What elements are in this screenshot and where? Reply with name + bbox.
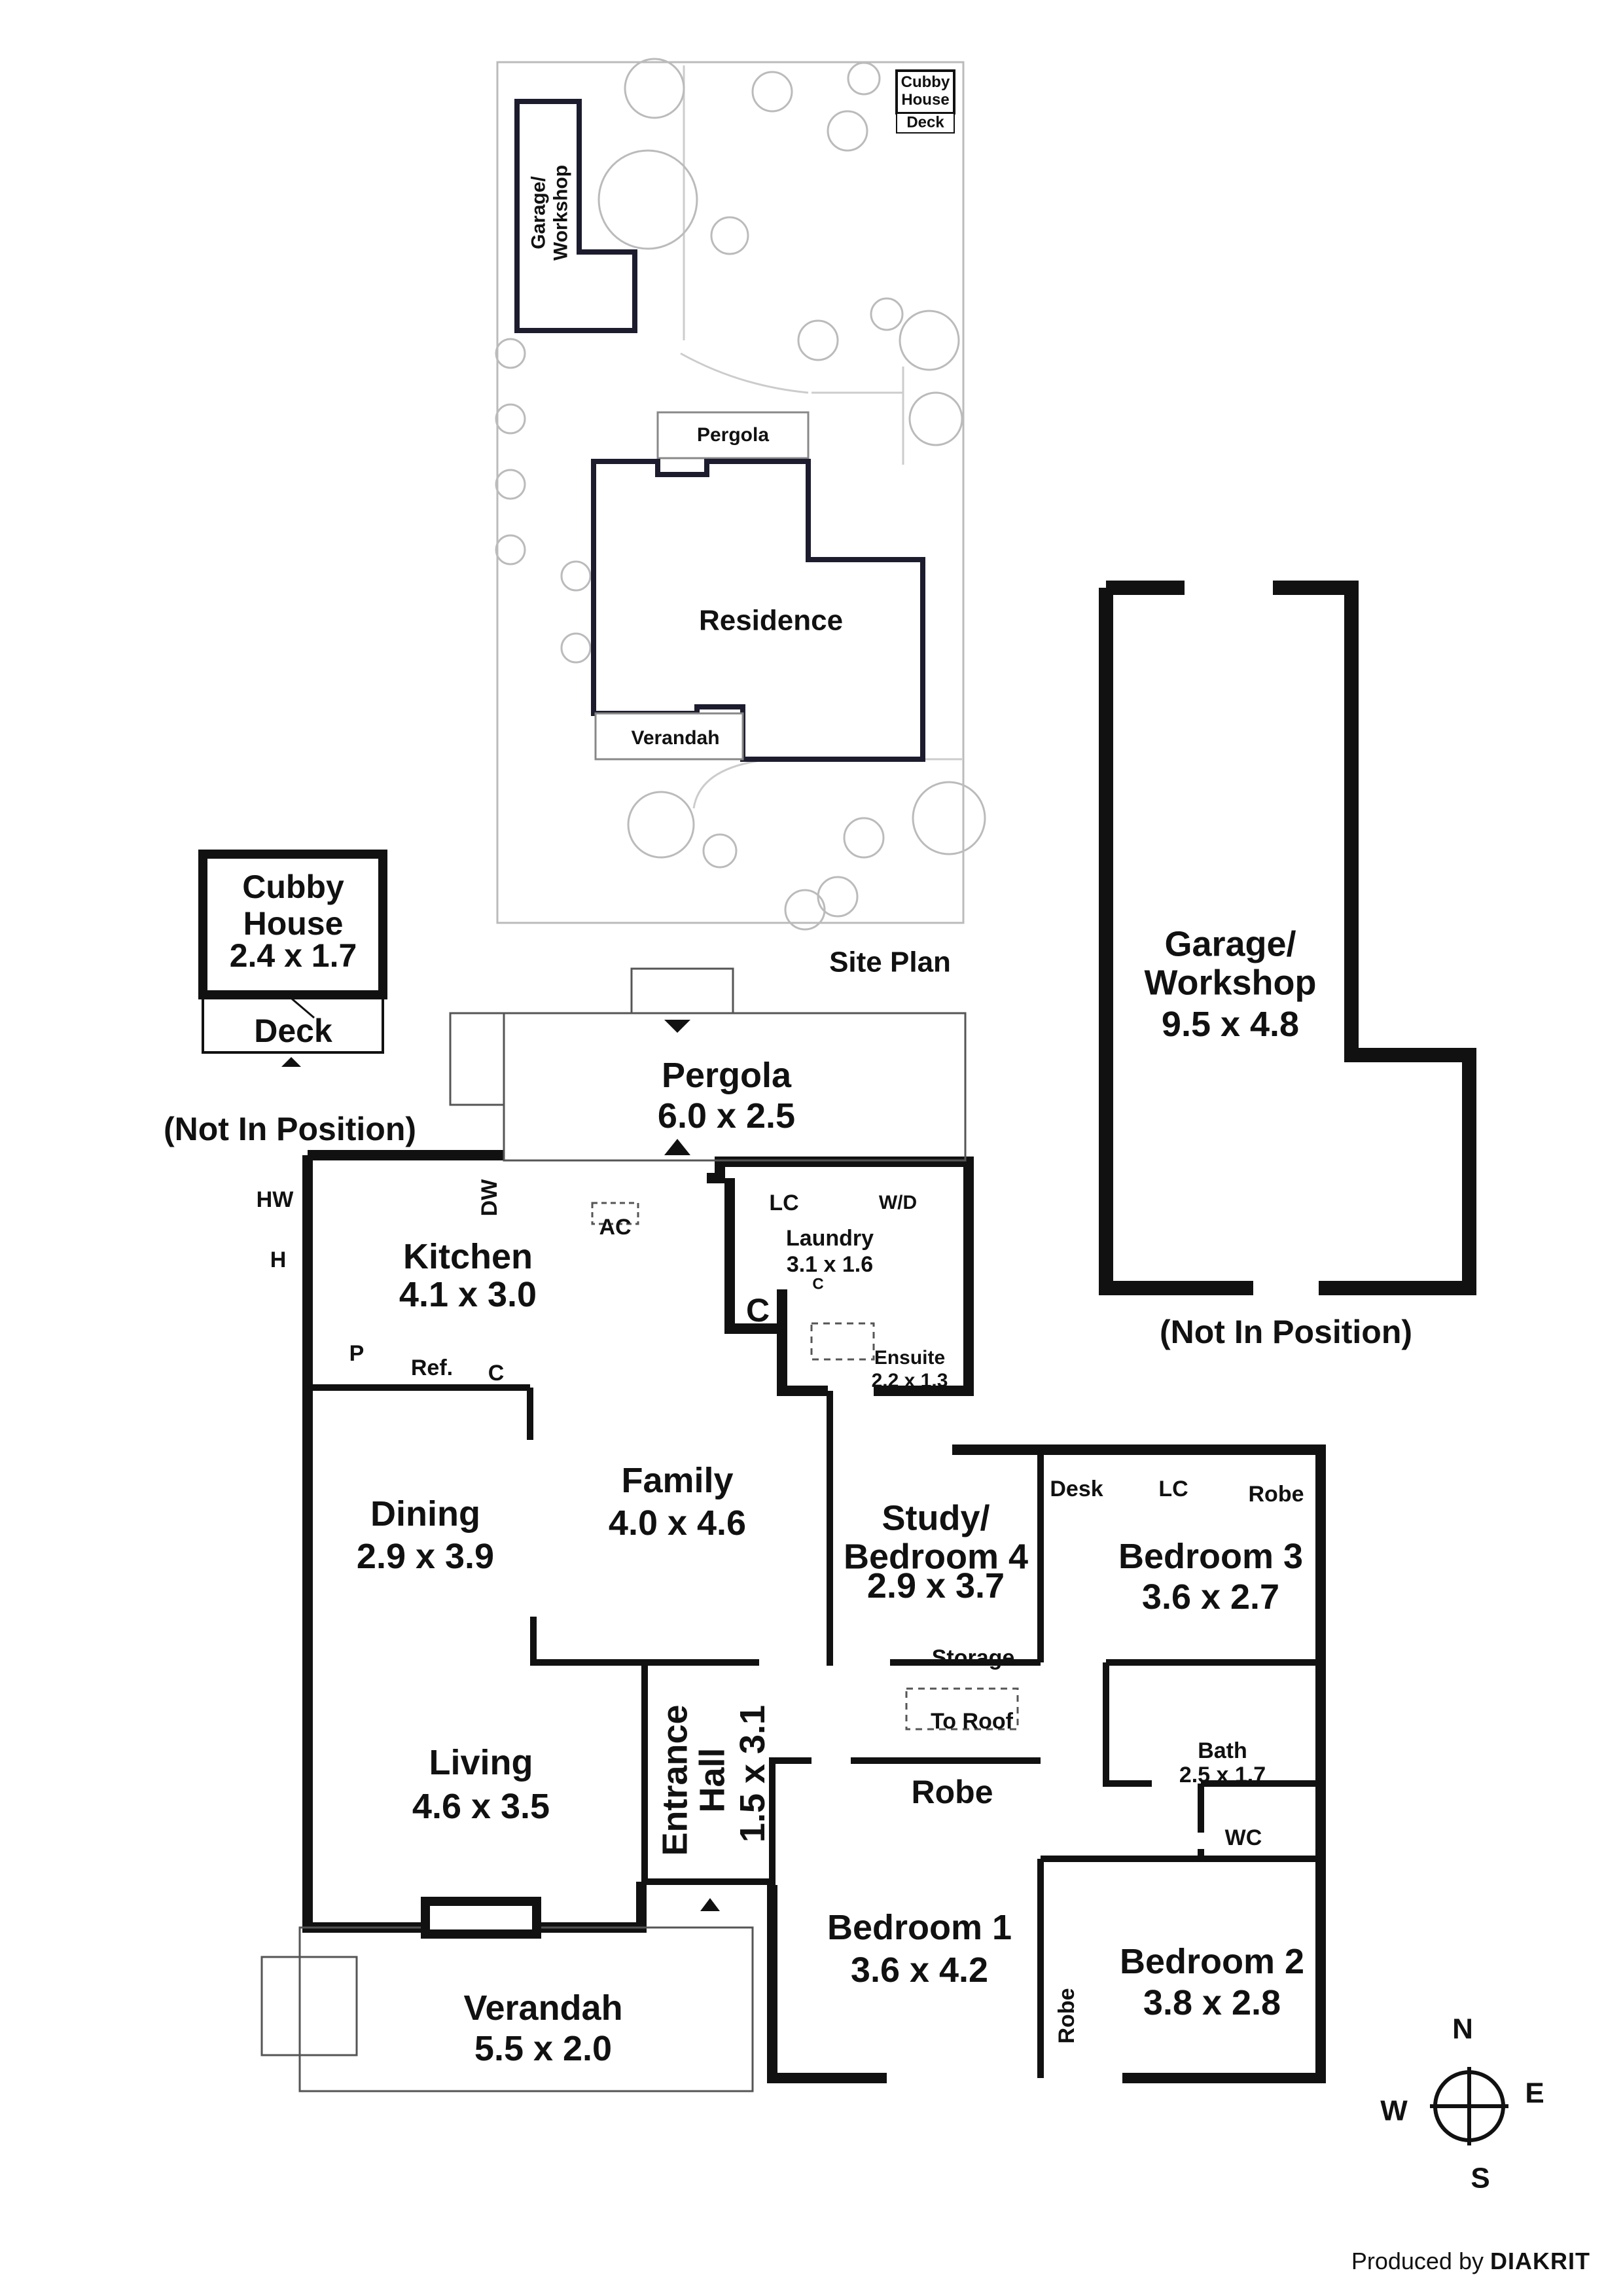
pergola-size: 6.0 x 2.5	[657, 1096, 796, 1136]
family-size: 4.0 x 4.6	[608, 1503, 747, 1543]
site-trees	[495, 58, 986, 931]
bath-size: 2.5 x 1.7	[1179, 1762, 1266, 1787]
study-name: Study/ Bedroom 4	[843, 1498, 1029, 1577]
bath-name: Bath	[1198, 1738, 1247, 1763]
cubby-house-drawing	[198, 850, 387, 1067]
dining-name: Dining	[370, 1494, 480, 1534]
site-pergola-label: Pergola	[696, 424, 770, 446]
site-residence-outline	[591, 459, 925, 762]
bedroom2-size: 3.8 x 2.8	[1143, 1982, 1281, 2022]
c-cupboard-label: C	[745, 1292, 770, 1329]
laundry-lc-label: LC	[769, 1190, 799, 1215]
verandah-name: Verandah	[463, 1988, 623, 2028]
kitchen-cupboard-label: C	[488, 1360, 505, 1386]
entrance-name: Entrance Hall	[655, 1704, 732, 1856]
site-deck-label: Deck	[906, 113, 944, 132]
site-plan-title: Site Plan	[829, 946, 951, 978]
site-residence-label: Residence	[698, 604, 844, 637]
ensuite-name: Ensuite	[874, 1347, 946, 1369]
dw-label: DW	[476, 1179, 502, 1217]
ref-label: Ref.	[410, 1355, 454, 1380]
bedroom3-size: 3.6 x 2.7	[1141, 1577, 1280, 1617]
storage-label: Storage	[931, 1645, 1015, 1670]
study-size: 2.9 x 3.7	[866, 1566, 1005, 1605]
h-label: H	[270, 1247, 287, 1272]
dining-size: 2.9 x 3.9	[356, 1536, 495, 1576]
garage-not-in-position: (Not In Position)	[1159, 1314, 1413, 1350]
fireplace	[421, 1897, 541, 1939]
garage-name: Garage/ Workshop	[1144, 924, 1317, 1003]
garage-size: 9.5 x 4.8	[1161, 1004, 1300, 1044]
hw-label: HW	[256, 1187, 294, 1212]
pantry-label: P	[349, 1340, 365, 1366]
compass-west: W	[1380, 2094, 1408, 2127]
site-garage-label: Garage/ Workshop	[527, 164, 571, 261]
site-verandah-label: Verandah	[631, 727, 720, 749]
laundry-size: 3.1 x 1.6	[786, 1251, 874, 1277]
compass-rose	[1430, 2067, 1508, 2145]
cubby-not-in-position: (Not In Position)	[163, 1111, 417, 1147]
garage-drawing	[1099, 581, 1476, 1295]
credit-brand: DIAKRIT	[1490, 2248, 1590, 2274]
bedroom3-lc-label: LC	[1158, 1476, 1188, 1501]
laundry-name: Laundry	[785, 1225, 874, 1251]
verandah-size: 5.5 x 2.0	[474, 2028, 613, 2068]
cubby-deck-label: Deck	[254, 1013, 332, 1049]
site-cubby-outline	[895, 69, 955, 115]
laundry-wd-label: W/D	[878, 1192, 918, 1214]
living-size: 4.6 x 3.5	[412, 1786, 550, 1826]
site-plan	[495, 58, 986, 931]
bedroom2-name: Bedroom 2	[1119, 1941, 1305, 1981]
bedroom1-size: 3.6 x 4.2	[850, 1950, 989, 1990]
compass-east: E	[1525, 2077, 1544, 2109]
compass-south: S	[1471, 2162, 1490, 2195]
site-verandah-outline	[594, 712, 744, 761]
bedroom3-robe-label: Robe	[1248, 1481, 1304, 1507]
site-cubby-label: Cubby House	[901, 73, 950, 109]
compass-north: N	[1452, 2013, 1473, 2045]
credit-prefix: Produced by	[1351, 2248, 1484, 2274]
bedroom3-name: Bedroom 3	[1118, 1536, 1304, 1576]
living-name: Living	[429, 1742, 533, 1782]
outdoor-outlines	[260, 967, 1019, 2092]
bedroom2-robe-label: Robe	[1054, 1988, 1079, 2044]
produced-by-credit: Produced by DIAKRIT	[1351, 2248, 1590, 2275]
ensuite-size: 2.2 x 1.3	[871, 1370, 948, 1392]
bedroom1-robe-label: Robe	[911, 1774, 993, 1810]
bedroom1-name: Bedroom 1	[827, 1907, 1012, 1947]
cubby-size: 2.4 x 1.7	[229, 937, 357, 974]
ac-label: AC	[599, 1214, 632, 1240]
site-garage-outline	[514, 99, 637, 333]
laundry-cupboard-label: C	[812, 1275, 824, 1293]
wc-label: WC	[1224, 1825, 1262, 1850]
kitchen-name: Kitchen	[402, 1236, 533, 1276]
entrance-size: 1.5 x 3.1	[732, 1704, 772, 1843]
desk-label: Desk	[1050, 1476, 1103, 1501]
kitchen-size: 4.1 x 3.0	[399, 1274, 537, 1314]
family-name: Family	[621, 1460, 734, 1500]
site-boundary	[496, 61, 965, 924]
to-roof-label: To Roof	[931, 1708, 1013, 1734]
pergola-name: Pergola	[661, 1055, 792, 1095]
site-pergola-outline	[656, 411, 810, 459]
cubby-name: Cubby House	[242, 869, 344, 942]
